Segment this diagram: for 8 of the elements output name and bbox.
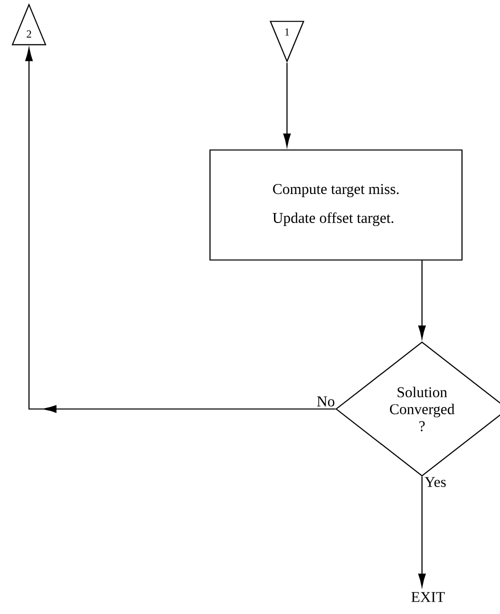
terminal-label: EXIT xyxy=(411,592,445,602)
arrow xyxy=(25,48,336,413)
arrow xyxy=(418,476,426,587)
edge-label: Yes xyxy=(424,477,446,488)
process-box: Compute target miss. Update offset target. xyxy=(209,149,463,261)
arrow xyxy=(283,62,291,147)
arrow xyxy=(418,260,426,339)
edge-label: No xyxy=(317,396,334,406)
